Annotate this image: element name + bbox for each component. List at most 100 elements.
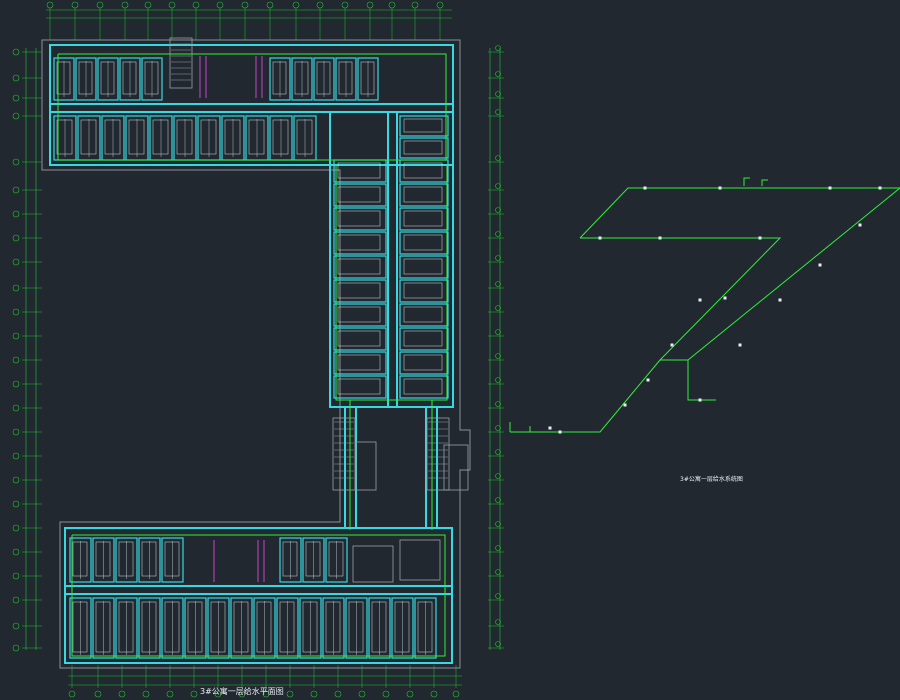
- room-cell: [119, 57, 141, 101]
- axis-bubble: [495, 377, 501, 383]
- axis-bubble: [12, 308, 20, 316]
- axis-bubble: [121, 1, 129, 9]
- room-cell: [333, 351, 387, 375]
- fixture: [338, 61, 353, 95]
- room-cell: [141, 57, 163, 101]
- axis-bubble: [495, 45, 501, 51]
- pipe-fitting: [723, 296, 727, 300]
- axis-bubble: [96, 1, 104, 9]
- axis-bubble: [12, 622, 20, 630]
- axis-bubble: [192, 1, 200, 9]
- pipe-fitting: [558, 430, 562, 434]
- fixture: [176, 119, 193, 155]
- axis-bubble: [406, 690, 414, 698]
- fixture: [403, 234, 443, 251]
- axis-bubble: [495, 619, 501, 625]
- fixture: [337, 210, 381, 227]
- axis-bubble: [495, 155, 501, 161]
- room-cell: [291, 57, 313, 101]
- axis-ticks: [22, 8, 504, 688]
- fixture: [403, 378, 443, 395]
- room-cell: [302, 537, 325, 583]
- fixture: [337, 258, 381, 275]
- fixture: [152, 119, 169, 155]
- fixture: [337, 378, 381, 395]
- pipe-fitting: [878, 186, 882, 190]
- axis-bubble: [94, 690, 102, 698]
- fixture: [360, 61, 375, 95]
- building-outline: [41, 39, 471, 669]
- pipe-fitting: [758, 236, 762, 240]
- room-cell: [276, 597, 299, 659]
- fixture: [210, 601, 226, 653]
- axis-bubble: [46, 1, 54, 9]
- axis-bubble: [358, 690, 366, 698]
- room-cell: [335, 57, 357, 101]
- pipe-fitting: [858, 223, 862, 227]
- fixture: [72, 541, 88, 577]
- room-cell: [399, 207, 449, 231]
- axis-bubble: [495, 183, 501, 189]
- fixture: [394, 601, 410, 653]
- fixture: [104, 119, 121, 155]
- axis-bubble: [495, 401, 501, 407]
- axis-bubble: [495, 109, 501, 115]
- pipe-fitting: [623, 403, 627, 407]
- fixture: [337, 354, 381, 371]
- axis-bubble: [168, 1, 176, 9]
- axis-bubble: [12, 404, 20, 412]
- fixture: [272, 61, 287, 95]
- fixture: [80, 119, 97, 155]
- fixture: [272, 119, 289, 155]
- fixture: [328, 541, 344, 577]
- plan-title: 3#公寓一层给水平面图: [200, 687, 284, 696]
- room-cell: [333, 231, 387, 255]
- fixture: [118, 541, 134, 577]
- fixture: [337, 186, 381, 203]
- axis-bubble: [316, 1, 324, 9]
- fixture: [224, 119, 241, 155]
- axis-bubble: [495, 281, 501, 287]
- fixture: [337, 234, 381, 251]
- axis-bubble: [495, 641, 501, 647]
- fixture: [100, 61, 115, 95]
- room-cell: [391, 597, 414, 659]
- axis-bubble: [495, 497, 501, 503]
- pipe-fitting: [658, 236, 662, 240]
- pipe-fitting: [698, 398, 702, 402]
- axis-bubble: [495, 473, 501, 479]
- axis-bubble: [495, 255, 501, 261]
- axis-bubble: [12, 186, 20, 194]
- axis-bubble: [241, 1, 249, 9]
- fixture: [233, 601, 249, 653]
- room-cell: [414, 597, 437, 659]
- room-cell: [53, 57, 75, 101]
- axis-bubble: [190, 690, 198, 698]
- pipe-fitting: [598, 236, 602, 240]
- axis-bubble: [436, 1, 444, 9]
- fixture: [95, 541, 111, 577]
- fixture: [128, 119, 145, 155]
- axis-bubble: [12, 524, 20, 532]
- pipe-fitting: [778, 298, 782, 302]
- axis-bubble: [12, 452, 20, 460]
- pipe-fitting: [818, 263, 822, 267]
- fixture: [294, 61, 309, 95]
- axis-bubble: [12, 74, 20, 82]
- axis-bubble: [262, 690, 270, 698]
- room-cell: [333, 279, 387, 303]
- room-cell: [69, 537, 92, 583]
- fixture: [279, 601, 295, 653]
- fixture: [337, 282, 381, 299]
- fixture: [200, 119, 217, 155]
- axis-bubble: [142, 690, 150, 698]
- pipe-fitting: [718, 186, 722, 190]
- axis-bubble: [286, 690, 294, 698]
- fixture: [403, 118, 443, 133]
- pipe-fitting: [828, 186, 832, 190]
- fixture: [78, 61, 93, 95]
- axonometric-fittings: [548, 186, 882, 434]
- fixture: [403, 258, 443, 275]
- axis-bubble: [495, 353, 501, 359]
